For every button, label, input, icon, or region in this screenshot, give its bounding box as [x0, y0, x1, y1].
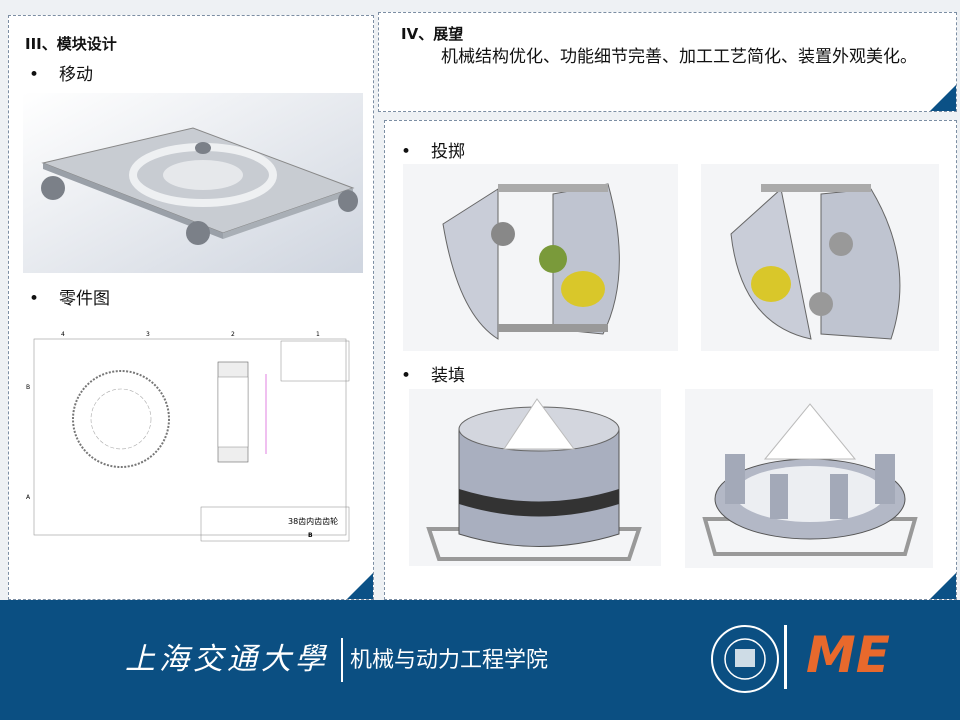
- bullet-label: 投掷: [431, 142, 465, 162]
- corner-triangle: [930, 573, 956, 599]
- bullet-part-drawing: •零件图: [29, 289, 110, 309]
- footer-banner: 上海交通大學 机械与动力工程学院 ME: [0, 600, 960, 720]
- section-heading: III、模块设计: [25, 35, 117, 53]
- loading-render-closed: [409, 389, 661, 566]
- bullet-label: 装填: [431, 366, 465, 386]
- gear-part-drawing: 4 3 2 1 B A 38齿内齿齿轮 B: [26, 329, 352, 543]
- outlook-panel: IV、展望 机械结构优化、功能细节完善、加工工艺简化、装置外观美化。: [378, 12, 957, 112]
- bullet-movement: •移动: [29, 65, 93, 85]
- outlook-text: 机械结构优化、功能细节完善、加工工艺简化、装置外观美化。: [441, 47, 917, 67]
- school-name: 机械与动力工程学院: [350, 648, 549, 673]
- loading-render-open: [685, 389, 933, 568]
- drawing-title: 38齿内齿齿轮: [288, 516, 338, 526]
- column-label: 2: [231, 331, 235, 338]
- footer-divider: [341, 638, 343, 682]
- throwing-render-back: [701, 164, 939, 351]
- chassis-render-image: [23, 93, 363, 273]
- me-logo: ME: [806, 626, 890, 684]
- column-label: 1: [316, 331, 320, 338]
- bullet-throw: •投掷: [401, 142, 465, 162]
- mechanism-panel: •投掷 •装填: [384, 120, 957, 600]
- corner-triangle: [347, 573, 373, 599]
- column-label: 3: [146, 331, 150, 338]
- module-design-panel: III、模块设计 •移动 •零件图 4 3 2 1 B A 38齿内齿齿轮 B: [8, 15, 374, 600]
- sjtu-seal-logo: [711, 625, 779, 693]
- section-heading: IV、展望: [401, 25, 464, 43]
- logo-divider: [784, 625, 787, 689]
- bullet-label: 零件图: [59, 289, 110, 309]
- throwing-render-front: [403, 164, 678, 351]
- column-label: 4: [61, 331, 65, 338]
- university-name: 上海交通大學: [125, 642, 329, 677]
- row-label: B: [26, 384, 30, 391]
- bullet-label: 移动: [59, 65, 93, 85]
- row-label: A: [26, 494, 31, 501]
- corner-triangle: [930, 85, 956, 111]
- bullet-load: •装填: [401, 366, 465, 386]
- sheet-size: B: [308, 532, 313, 539]
